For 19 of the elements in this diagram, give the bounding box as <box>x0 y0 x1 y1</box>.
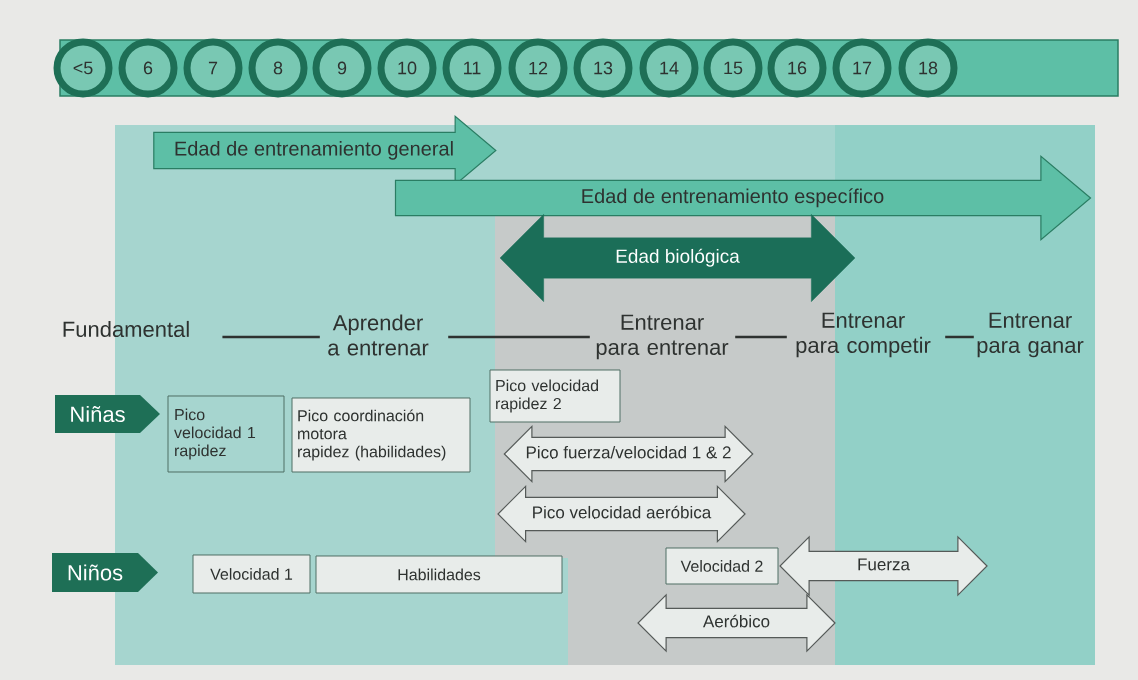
stage-label: Fundamental <box>63 320 189 338</box>
stage-label: Entrenar para entrenar <box>596 314 729 360</box>
text-box: Pico coordinación motora rapidez (habilidades) <box>291 397 471 473</box>
text-box: Velocidad 1 <box>192 554 311 594</box>
stage-label: Aprender a entrenar <box>328 314 429 356</box>
range-bar: Edad biológica <box>499 214 856 302</box>
text-box: Pico velocidad rapidez 2 <box>489 369 621 423</box>
text-box: Habilidades <box>315 555 563 594</box>
connector-line <box>945 335 974 339</box>
connector-line <box>222 335 320 339</box>
text-box: Velocidad 2 <box>665 547 779 585</box>
range-bar: Aeróbico <box>637 593 836 653</box>
range-bar: Pico velocidad aeróbica <box>497 484 746 544</box>
connector-line <box>448 335 590 339</box>
stage-label: Entrenar para competir <box>796 312 931 358</box>
stage-label: Entrenar para ganar <box>977 312 1084 358</box>
arrow-band: Edad de entrenamiento general <box>153 115 497 186</box>
connector-line <box>735 335 787 339</box>
text-box: Pico velocidad 1 rapidez <box>167 395 285 473</box>
